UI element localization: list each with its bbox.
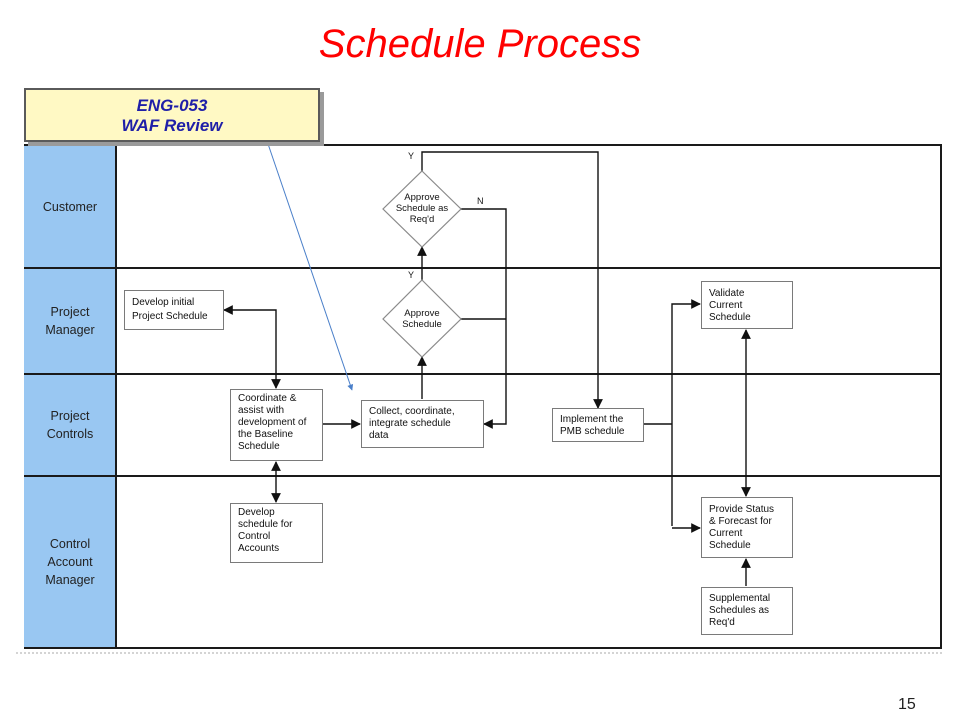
lane-control-account-manager: Control Account Manager	[24, 477, 116, 647]
lane-project-controls: Project Controls	[24, 375, 116, 475]
lane-label: Project Controls	[46, 409, 94, 441]
callout-code: ENG-053	[136, 96, 208, 115]
box-line: assist with	[238, 405, 285, 416]
decision-approve-schedule-as-reqd: Approve Schedule as Req'd	[386, 192, 458, 225]
box-validate-current-schedule: Validate Current Schedule	[701, 281, 793, 329]
box-line: Current	[709, 528, 743, 539]
lane-customer: Customer	[24, 146, 116, 267]
callout-text: WAF Review	[121, 116, 223, 135]
lane-label: Project Manager	[45, 305, 95, 337]
box-line: Develop initial	[132, 297, 195, 308]
callout-eng-053: ENG-053 WAF Review	[24, 88, 320, 142]
box-collect-integrate-data: Collect, coordinate, integrate schedule …	[361, 400, 484, 448]
box-line: Schedule	[709, 540, 751, 551]
box-line: & Forecast for	[709, 516, 772, 527]
box-line: Collect, coordinate,	[369, 406, 455, 417]
box-line: Schedule	[238, 441, 280, 452]
box-line: development of	[238, 417, 307, 428]
box-provide-status-forecast: Provide Status & Forecast for Current Sc…	[701, 497, 793, 558]
lane-divider	[24, 373, 942, 375]
box-line: data	[369, 430, 389, 441]
box-line: Schedules as	[709, 605, 770, 616]
box-line: schedule for	[238, 519, 293, 530]
decision-line: Approve	[404, 192, 440, 203]
box-implement-pmb-schedule: Implement the PMB schedule	[552, 408, 644, 442]
decision-line: Req'd	[409, 214, 435, 225]
decision-line: Schedule	[402, 319, 442, 330]
decision-diamond	[382, 279, 462, 358]
lane-project-manager: Project Manager	[24, 269, 116, 373]
page-number: 15	[898, 696, 916, 713]
box-line: Control	[238, 531, 271, 542]
lane-divider	[24, 475, 942, 477]
box-line: Supplemental	[709, 593, 771, 604]
lane-header-separator	[115, 144, 117, 649]
box-coordinate-baseline: Coordinate & assist with development of …	[230, 389, 323, 461]
box-line: the Baseline	[238, 429, 294, 440]
box-line: Develop	[238, 507, 275, 518]
box-line: Accounts	[238, 543, 280, 554]
lane-divider	[24, 267, 942, 269]
box-line: PMB schedule	[560, 426, 625, 437]
box-line: Schedule	[709, 312, 751, 323]
branch-label-yes: Y	[408, 270, 415, 280]
decision-approve-schedule: Approve Schedule	[386, 308, 458, 330]
box-develop-initial-schedule: Develop initial Project Schedule	[124, 290, 224, 330]
box-develop-control-account-schedule: Develop schedule for Control Accounts	[230, 503, 323, 563]
box-line: Coordinate &	[238, 393, 297, 404]
lane-label: Control Account Manager	[45, 537, 95, 587]
branch-label-yes: Y	[408, 151, 415, 161]
box-line: Project Schedule	[132, 311, 208, 322]
box-line: integrate schedule	[369, 418, 451, 429]
slide-title: Schedule Process	[318, 22, 642, 66]
decision-line: Schedule as	[395, 203, 449, 214]
box-line: Validate	[709, 288, 745, 299]
branch-label-no: N	[477, 196, 484, 206]
box-supplemental-schedules: Supplemental Schedules as Req'd	[701, 587, 793, 635]
lane-label: Customer	[42, 199, 98, 214]
decision-line: Approve	[404, 308, 440, 319]
box-line: Provide Status	[709, 504, 775, 515]
box-line: Implement the	[560, 414, 624, 425]
decision-diamond	[382, 170, 462, 248]
box-line: Req'd	[709, 617, 735, 628]
box-line: Current	[709, 300, 743, 311]
